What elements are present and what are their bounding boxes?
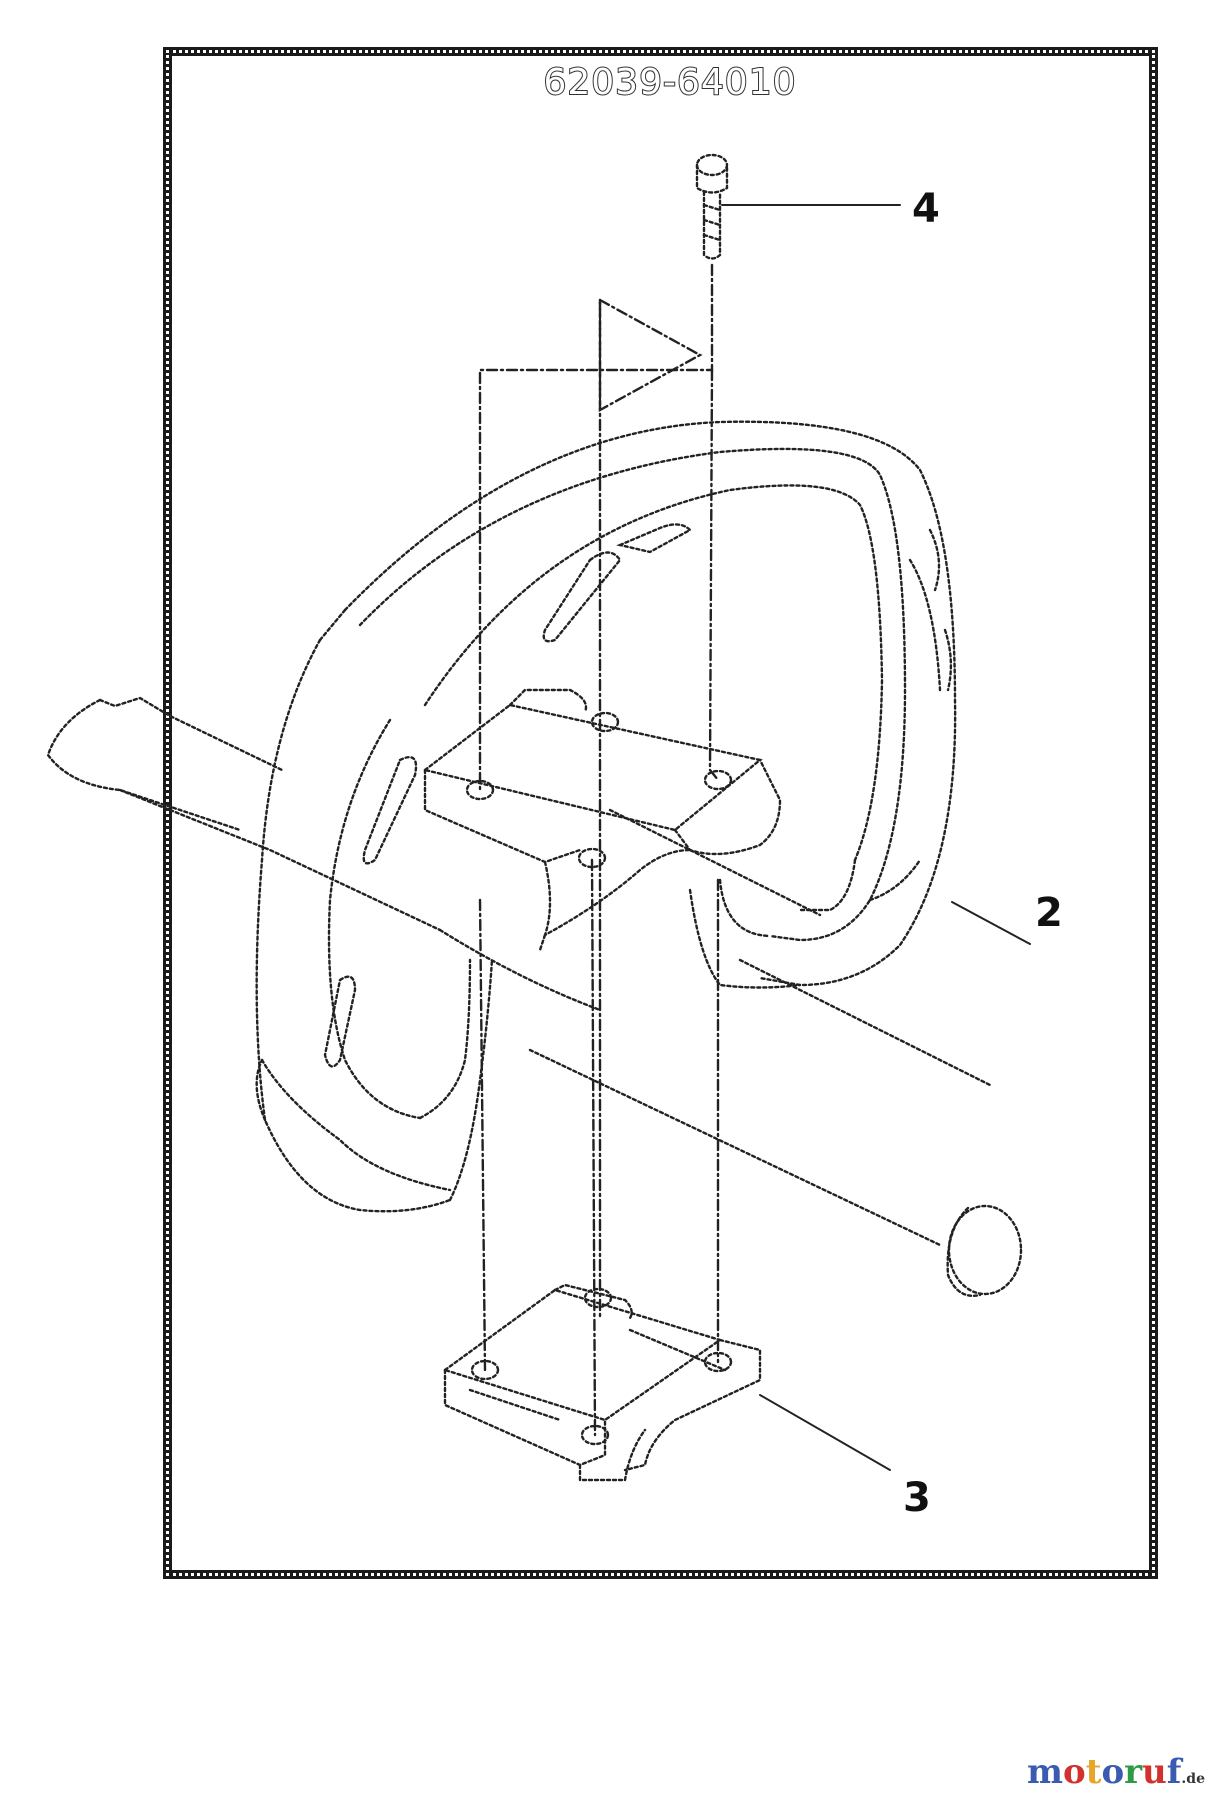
leader-lines [722, 205, 1030, 1470]
assembly-lines [480, 265, 718, 1435]
watermark-letter: u [1142, 1752, 1167, 1792]
diagram-border [163, 47, 1158, 1579]
lower-clamp [445, 1285, 760, 1480]
watermark-letter: t [1085, 1752, 1102, 1792]
motoruf-watermark: motoruf.de [1027, 1752, 1205, 1792]
callout-clamp-label: 3 [903, 1475, 931, 1521]
handle-bow [257, 422, 955, 1212]
watermark-letter: f [1166, 1752, 1182, 1792]
upper-bracket [425, 690, 780, 950]
callout-bolt-label: 4 [912, 186, 940, 232]
callout-handle-label: 2 [1035, 890, 1063, 936]
watermark-letter: o [1063, 1752, 1086, 1792]
watermark-tld: .de [1181, 1771, 1205, 1787]
watermark-letter: m [1027, 1752, 1064, 1792]
watermark-letter: o [1101, 1752, 1125, 1792]
bolt-part [697, 155, 727, 259]
watermark-letter: r [1124, 1752, 1143, 1792]
shaft-tube [48, 698, 1021, 1296]
part-number-title: 62039-64010 [542, 61, 797, 104]
